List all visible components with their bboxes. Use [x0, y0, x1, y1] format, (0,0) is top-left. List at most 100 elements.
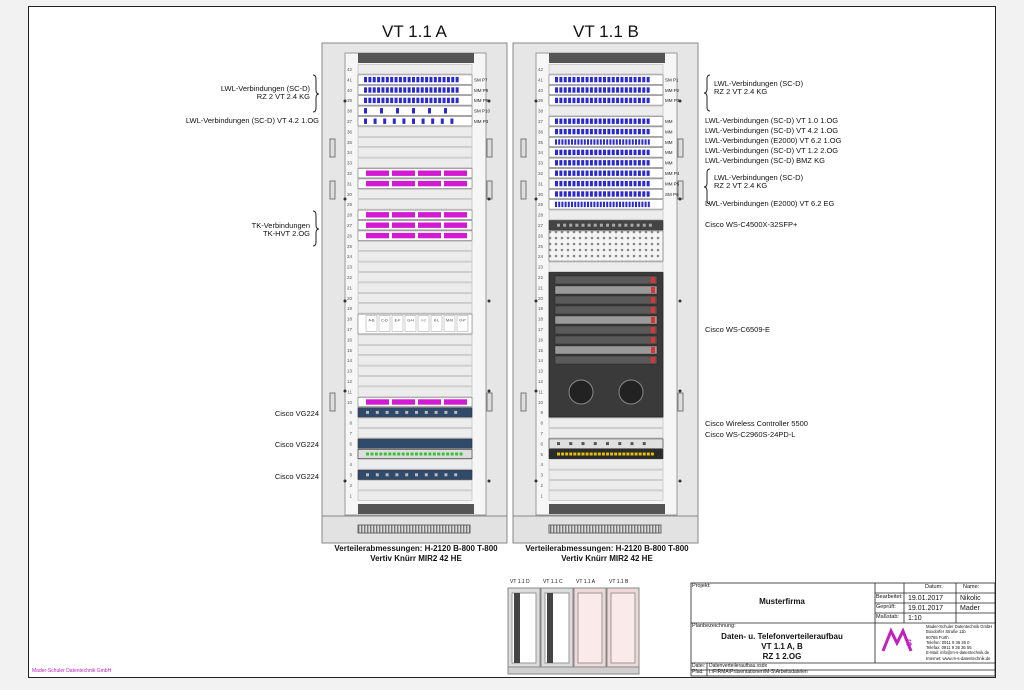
port [567, 139, 570, 145]
port [425, 97, 429, 104]
port [444, 108, 447, 114]
port [563, 76, 567, 83]
blank-panel [357, 189, 473, 200]
port [451, 97, 455, 104]
device-port [573, 452, 577, 456]
lsa-module-label: C-D [381, 319, 388, 323]
device-port [446, 452, 450, 456]
port [576, 76, 580, 83]
port [598, 128, 602, 135]
line-card-handle [651, 337, 655, 343]
port [624, 149, 628, 156]
port [637, 191, 641, 197]
port [607, 149, 611, 156]
blank-panel [357, 303, 473, 314]
tb-planbez-label: Planbezeichnung: [692, 623, 736, 629]
port-tag: MM P8 [474, 88, 489, 93]
port [574, 201, 577, 208]
unit-number: 29 [538, 202, 544, 207]
port [572, 149, 576, 156]
device-port [599, 223, 603, 227]
port [380, 108, 383, 114]
device-port [432, 452, 436, 456]
tk-port-block [444, 232, 467, 239]
port [577, 139, 580, 145]
blank-panel [357, 386, 473, 397]
blank-panel [357, 261, 473, 272]
port [451, 76, 455, 83]
port [644, 201, 647, 208]
port [438, 76, 442, 83]
unit-number: 28 [538, 213, 544, 218]
label-b-lwl-bmz: LWL-Verbindungen (SC-D) BMZ KG [705, 156, 825, 165]
tk-port-block [418, 212, 441, 218]
device-port [630, 452, 634, 456]
port [637, 180, 641, 187]
port [364, 97, 367, 104]
device-port [565, 452, 569, 456]
port [646, 76, 650, 83]
port [594, 97, 598, 104]
label-b-lwl-vt10: LWL-Verbindungen (SC-D) VT 1.0 1.OG [705, 116, 839, 125]
port [572, 128, 576, 135]
port [589, 128, 593, 135]
lsa-module [456, 315, 469, 332]
port [585, 160, 589, 166]
port [607, 180, 611, 187]
label-a-tk: TK-Verbindungen TK-HVT 2.OG [251, 221, 310, 238]
lsa-module-label: O-P [459, 319, 466, 323]
unit-number: 34 [347, 150, 353, 155]
unit-number: 33 [347, 161, 353, 166]
port [555, 191, 558, 197]
port [589, 149, 593, 156]
port [594, 149, 598, 156]
port [407, 76, 411, 83]
port [407, 87, 411, 93]
device-port [454, 473, 458, 477]
device-port [383, 452, 387, 456]
device-port [455, 452, 459, 456]
device-port [630, 442, 634, 446]
tb-datei-label: Datei: [692, 663, 706, 669]
port [555, 139, 557, 145]
blank-panel [357, 251, 473, 262]
port [644, 139, 647, 145]
port [633, 97, 637, 104]
unit-number: 15 [538, 348, 544, 353]
port [398, 76, 402, 83]
device-port [388, 452, 392, 456]
port [598, 149, 602, 156]
device-port [375, 473, 379, 477]
port [642, 118, 646, 124]
port [622, 201, 625, 208]
port [629, 180, 633, 187]
port [616, 170, 620, 176]
device-port [459, 452, 463, 456]
port [594, 118, 598, 124]
unit-number: 6 [540, 441, 543, 446]
line-card-handle [651, 277, 655, 283]
device-port [610, 452, 614, 456]
lsa-module [404, 315, 417, 332]
line-card-handle [651, 297, 655, 303]
tk-port-block [366, 170, 389, 176]
tk-port-block [366, 232, 389, 239]
device-port [642, 452, 646, 456]
overview-label-c: VT 1.1 C [543, 579, 563, 585]
unit-number: 5 [349, 452, 352, 457]
line-card [554, 285, 658, 295]
port [559, 149, 563, 156]
port [412, 97, 415, 104]
port [403, 97, 407, 104]
device-port [441, 452, 445, 456]
port [372, 87, 376, 93]
tb-datei: Datenverteileraufbau.vsdx [709, 663, 768, 669]
footer-brand: Mader-Schuler Datentechnik GmbH [32, 668, 112, 674]
rack-vt-1-1-b: 4241403938373635343332313029282726252423… [512, 42, 699, 544]
device-port [593, 442, 597, 446]
lsa-module-label: G-H [407, 319, 414, 323]
tb-projekt-label: Projekt: [692, 583, 711, 589]
device-port [366, 473, 369, 477]
device-port [593, 452, 597, 456]
port [576, 128, 580, 135]
